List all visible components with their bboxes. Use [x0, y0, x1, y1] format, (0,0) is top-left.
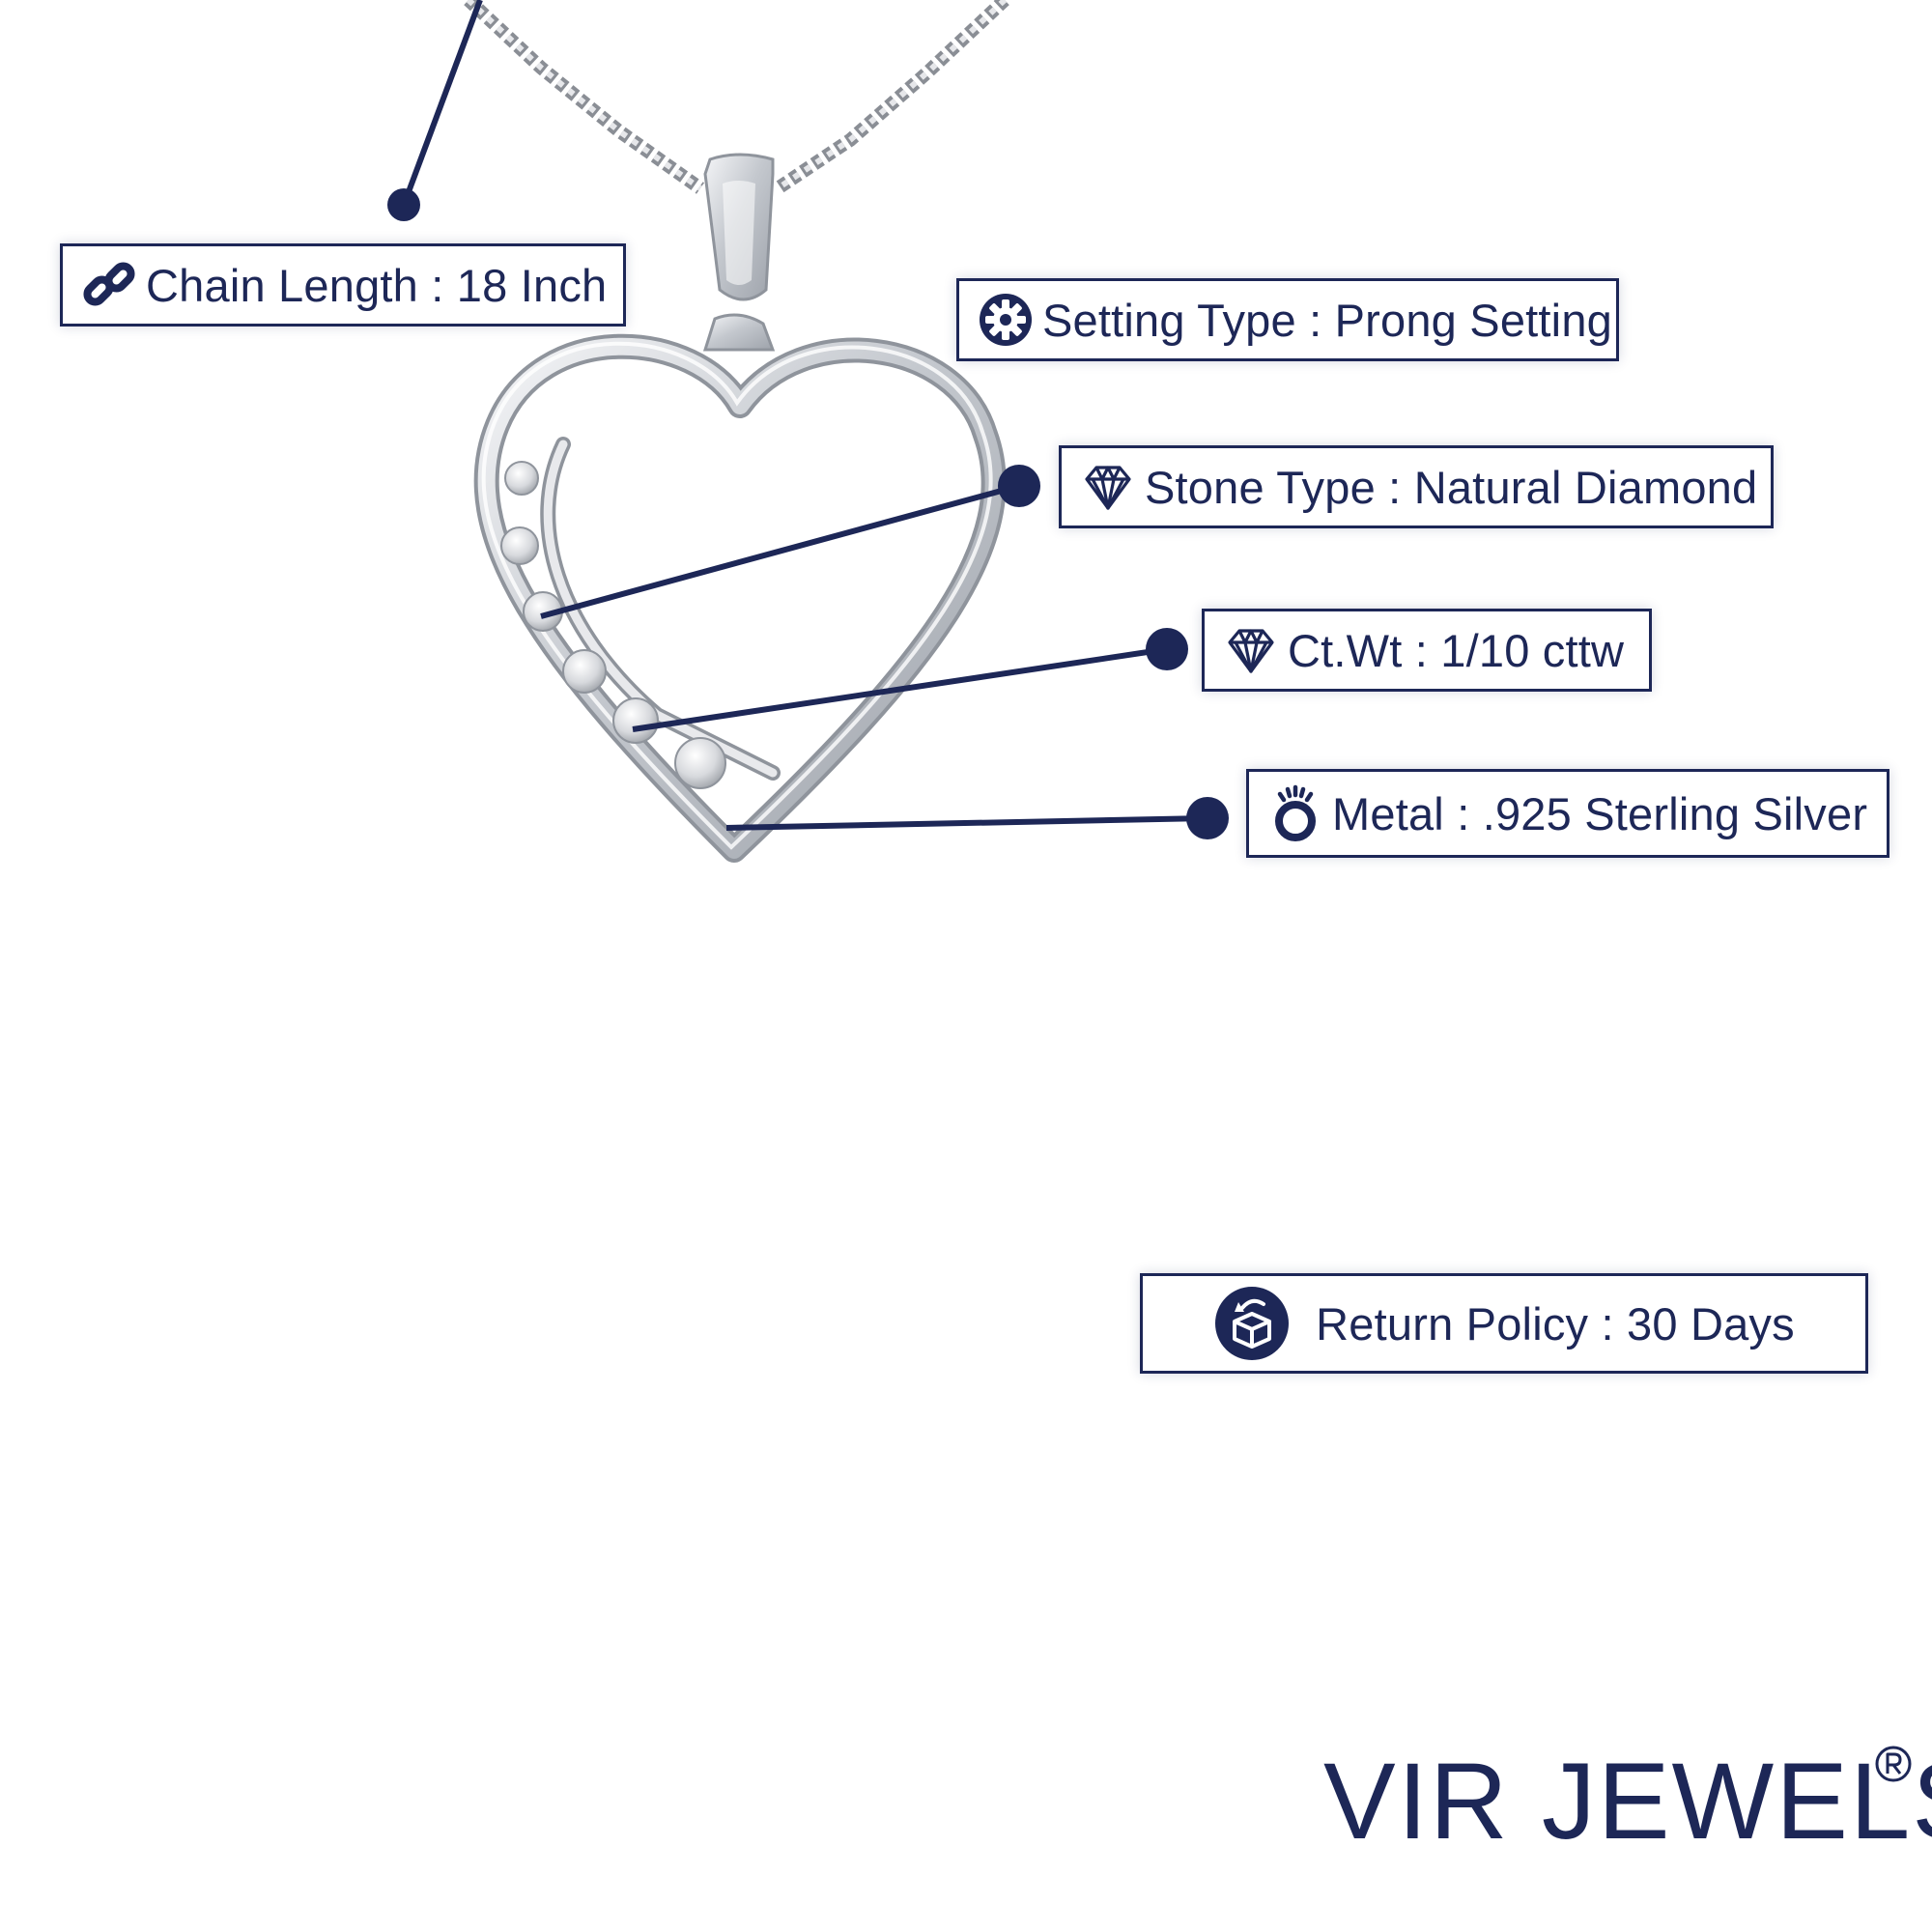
return-box-icon [1213, 1285, 1291, 1362]
chain-length-label: Chain Length : 18 Inch [60, 243, 626, 327]
gear-icon [977, 291, 1035, 349]
stone-type-label: Stone Type : Natural Diamond [1059, 445, 1774, 528]
metal-label: Metal : .925 Sterling Silver [1246, 769, 1889, 858]
chain-callout-dot [387, 188, 420, 221]
registered-mark-icon [1875, 1746, 1912, 1782]
brand-logo: VIR JEWELS [1323, 1739, 1932, 1874]
return-policy-label: Return Policy : 30 Days [1140, 1273, 1868, 1374]
channel-diamonds [500, 461, 726, 789]
ring-icon [1266, 784, 1324, 842]
carat-callout-dot [1146, 628, 1188, 670]
box-chain [464, 0, 1009, 194]
metal-text: Metal : .925 Sterling Silver [1332, 787, 1868, 839]
diamond-icon [1079, 458, 1137, 516]
metal-callout-dot [1186, 797, 1229, 839]
setting-type-label: Setting Type : Prong Setting [956, 278, 1619, 361]
chain-link-icon [80, 256, 138, 314]
metal-callout-line [725, 815, 1208, 831]
brand-name: VIR JEWELS [1323, 1741, 1932, 1861]
carat-weight-label: Ct.Wt : 1/10 cttw [1202, 609, 1652, 692]
stone-callout-line [540, 483, 1020, 619]
carat-weight-text: Ct.Wt : 1/10 cttw [1288, 624, 1625, 676]
chain-callout-line [401, 0, 483, 207]
diamond-icon [1222, 621, 1280, 679]
return-policy-text: Return Policy : 30 Days [1316, 1297, 1795, 1350]
carat-callout-line [632, 646, 1168, 732]
heart-pendant [473, 333, 1007, 863]
chain-length-text: Chain Length : 18 Inch [146, 259, 608, 311]
setting-type-text: Setting Type : Prong Setting [1042, 294, 1613, 346]
stone-type-text: Stone Type : Natural Diamond [1145, 461, 1758, 513]
stone-callout-dot [998, 465, 1040, 507]
callout-lines [387, 0, 1229, 839]
pendant-bail [702, 153, 776, 352]
